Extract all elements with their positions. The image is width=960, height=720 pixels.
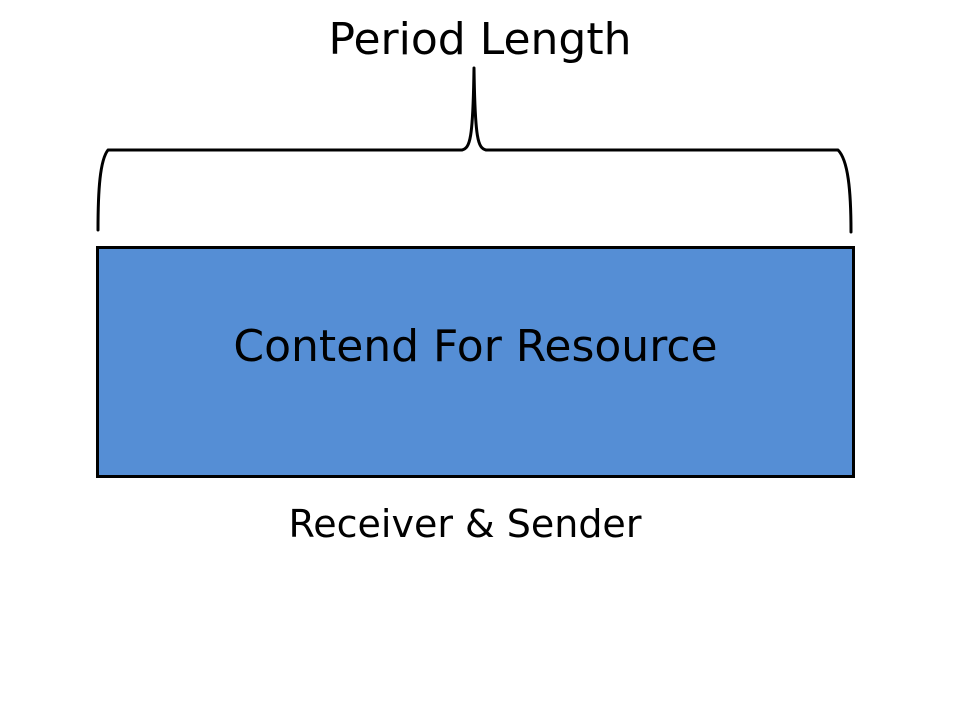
receiver-sender-caption: Receiver & Sender [288, 502, 642, 546]
period-length-label: Period Length [328, 14, 632, 65]
period-brace [96, 66, 853, 234]
contend-for-resource-box: Contend For Resource [96, 246, 855, 478]
contend-for-resource-label: Contend For Resource [233, 321, 718, 372]
